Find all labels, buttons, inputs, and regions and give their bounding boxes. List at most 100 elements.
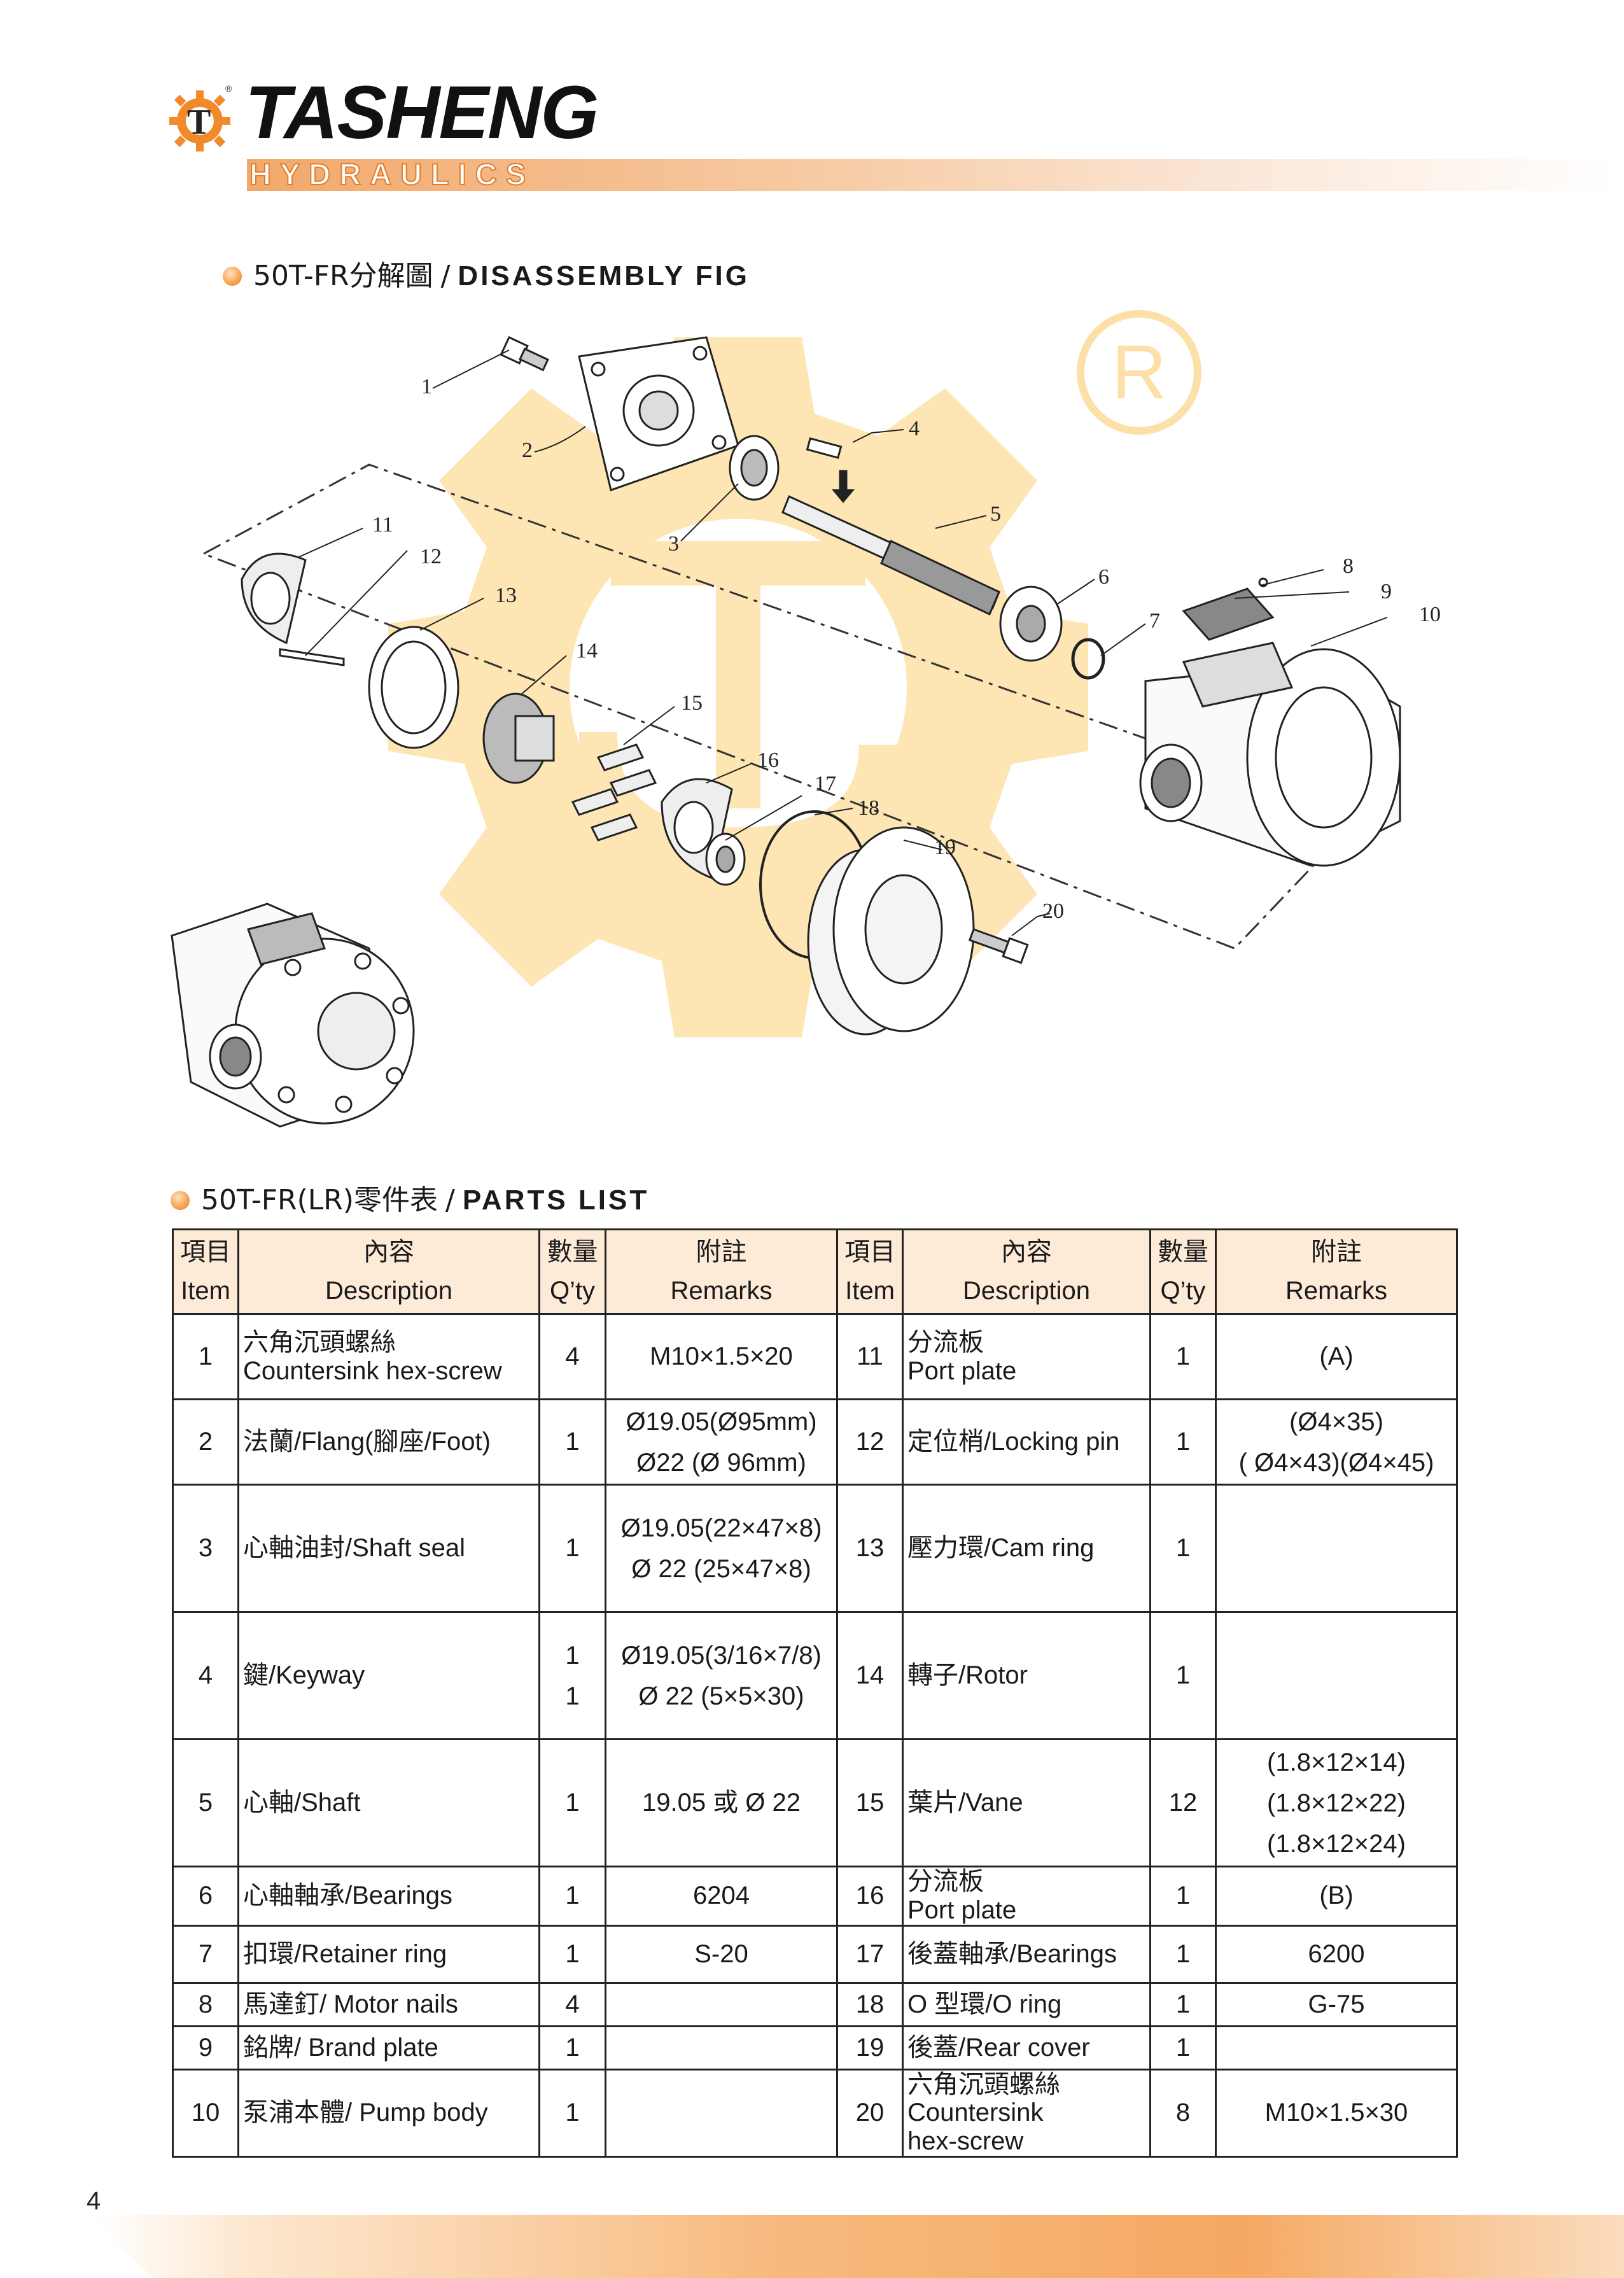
- part-7-retainer-ring: [1071, 638, 1105, 680]
- svg-text:®: ®: [225, 83, 232, 94]
- remarks-cell: G-75: [1215, 1981, 1458, 2027]
- footer-bar: [95, 2215, 1624, 2278]
- callout-3: 3: [668, 532, 679, 556]
- part-4-key: [806, 437, 843, 460]
- item-cell: 14: [836, 1611, 904, 1740]
- item-cell: 11: [836, 1313, 904, 1400]
- qty-cell: 1: [1149, 1398, 1217, 1486]
- remarks-cell: [605, 1981, 838, 2027]
- remarks-cell: [1215, 1484, 1458, 1613]
- qty-cell: 1: [538, 1398, 606, 1486]
- item-cell: 4: [172, 1611, 239, 1740]
- parts-title-en: PARTS LIST: [462, 1185, 650, 1216]
- part-10-pump-body: [1139, 642, 1401, 867]
- part-11-port-plate: [241, 552, 307, 645]
- callout-12: 12: [420, 545, 442, 568]
- remarks-cell: 6200: [1215, 1924, 1458, 1984]
- brand-name: TASHENG: [245, 71, 599, 155]
- part-2-flange: [578, 336, 739, 491]
- item-cell: 19: [836, 2025, 904, 2071]
- qty-cell: 1: [1149, 1924, 1217, 1984]
- callout-8: 8: [1343, 554, 1354, 578]
- description-cell: 後蓋/Rear cover: [902, 2025, 1151, 2071]
- table-row: 8 馬達釘/ Motor nails 4 18 O 型環/O ring 1 G-…: [172, 1981, 1458, 2027]
- disassembly-heading: 50T-FR分解圖 / DISASSEMBLY FIG: [223, 262, 750, 290]
- parts-list-heading: 50T-FR(LR)零件表 / PARTS LIST: [171, 1186, 649, 1214]
- qty-cell: 1: [538, 1738, 606, 1867]
- item-cell: 16: [836, 1866, 904, 1927]
- remarks-cell: M10×1.5×20: [605, 1313, 838, 1400]
- part-14-rotor: [482, 693, 555, 784]
- qty-cell: 4: [538, 1313, 606, 1400]
- svg-text:T: T: [187, 102, 211, 142]
- part-17-bearing: [705, 833, 746, 886]
- disassembly-figure: R: [171, 310, 1441, 1128]
- remarks-cell: [1215, 1611, 1458, 1740]
- table-row: 2 法蘭/Flang(腳座/Foot) 1 Ø19.05(Ø95mm)Ø22 (…: [172, 1398, 1458, 1486]
- item-cell: 2: [172, 1398, 239, 1486]
- remarks-cell: [1215, 2025, 1458, 2071]
- remarks-cell: 19.05 或 Ø 22: [605, 1738, 838, 1867]
- description-cell: 馬達釘/ Motor nails: [237, 1981, 540, 2027]
- part-12-locking-pin: [279, 648, 345, 666]
- part-15-vanes: [571, 743, 657, 841]
- item-cell: 17: [836, 1924, 904, 1984]
- description-cell: 心軸油封/Shaft seal: [237, 1484, 540, 1613]
- assembled-pump: [171, 903, 415, 1128]
- part-19-rear-cover: [807, 826, 975, 1036]
- item-cell: 18: [836, 1981, 904, 2027]
- callout-16: 16: [757, 749, 779, 772]
- description-cell: 泵浦本體/ Pump body: [237, 2068, 540, 2158]
- qty-cell: 1: [538, 1866, 606, 1927]
- callout-2: 2: [522, 439, 533, 462]
- callout-1: 1: [421, 375, 432, 398]
- item-cell: 13: [836, 1484, 904, 1613]
- table-row: 3 心軸油封/Shaft seal 1 Ø19.05(22×47×8)Ø 22 …: [172, 1484, 1458, 1613]
- callout-4: 4: [909, 417, 920, 440]
- item-cell: 8: [172, 1981, 239, 2027]
- callout-14: 14: [576, 639, 598, 663]
- table-row: 5 心軸/Shaft 1 19.05 或 Ø 22 15 葉片/Vane 12 …: [172, 1738, 1458, 1867]
- bullet-icon: [171, 1191, 190, 1210]
- callout-17: 17: [815, 772, 836, 796]
- description-cell: 扣環/Retainer ring: [237, 1924, 540, 1984]
- qty-cell: 1: [1149, 1866, 1217, 1927]
- part-20-screw: [968, 928, 1029, 964]
- remarks-cell: S-20: [605, 1924, 838, 1984]
- remarks-cell: (A): [1215, 1313, 1458, 1400]
- description-cell: 銘牌/ Brand plate: [237, 2025, 540, 2071]
- brand-subtitle: HYDRAULICS: [249, 157, 535, 192]
- gear-ts-logo-icon: T ®: [169, 83, 232, 151]
- callout-5: 5: [990, 502, 1001, 526]
- remarks-cell: [605, 2025, 838, 2071]
- heading-separator: /: [445, 1184, 455, 1216]
- description-cell: 鍵/Keyway: [237, 1611, 540, 1740]
- part-5-shaft: [781, 495, 1000, 616]
- remarks-cell: [605, 2068, 838, 2158]
- registered-mark-icon: R: [1077, 310, 1201, 435]
- qty-cell: 1: [538, 1924, 606, 1984]
- callout-6: 6: [1098, 565, 1109, 589]
- part-9-brand-plate: [1182, 577, 1275, 641]
- svg-text:R: R: [1112, 329, 1167, 414]
- item-cell: 15: [836, 1738, 904, 1867]
- item-cell: 6: [172, 1866, 239, 1927]
- description-cell: 法蘭/Flang(腳座/Foot): [237, 1398, 540, 1486]
- remarks-cell: 6204: [605, 1866, 838, 1927]
- qty-cell: 1: [1149, 1981, 1217, 2027]
- description-cell: 壓力環/Cam ring: [902, 1484, 1151, 1613]
